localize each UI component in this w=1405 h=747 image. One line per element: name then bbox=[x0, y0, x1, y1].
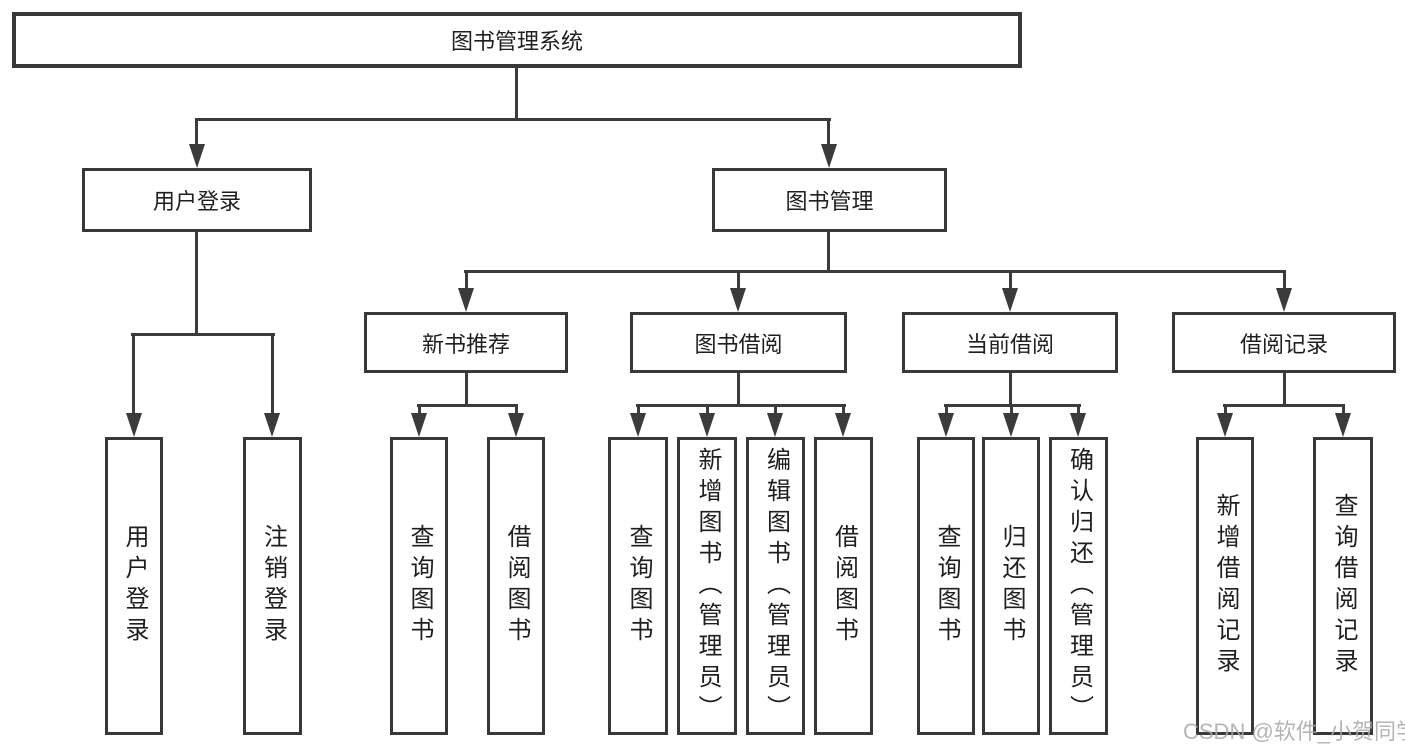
connector-arrowhead bbox=[1276, 288, 1292, 312]
connector-arrowhead bbox=[508, 413, 524, 437]
leaf-logout: 注销登录 bbox=[243, 437, 302, 735]
connector-user-login-hbar bbox=[131, 333, 275, 336]
connector-stub bbox=[1224, 404, 1227, 414]
connector-stub bbox=[1077, 404, 1080, 414]
connector-arrowhead bbox=[126, 413, 142, 437]
connector-current-borrowing-trunk bbox=[1009, 373, 1012, 407]
node-library-system: 图书管理系统 bbox=[12, 12, 1022, 68]
connector-stub bbox=[1010, 404, 1013, 414]
connector-new-book-trunk bbox=[465, 373, 468, 407]
connector-book-management-trunk bbox=[827, 232, 830, 273]
connector-drop-current-borrowing bbox=[1009, 270, 1012, 288]
connector-arrowhead bbox=[1002, 288, 1018, 312]
connector-stub bbox=[774, 404, 777, 414]
connector-stub bbox=[945, 404, 948, 414]
node-borrowing-records: 借阅记录 bbox=[1172, 312, 1396, 373]
leaf-recommend-borrow-books: 借阅图书 bbox=[487, 437, 545, 735]
leaf-current-return-books: 归还图书 bbox=[982, 437, 1040, 735]
connector-root-hbar bbox=[195, 118, 831, 121]
connector-book-borrowing-trunk bbox=[737, 373, 740, 407]
connector-stub bbox=[418, 404, 421, 414]
connector-user-login-trunk bbox=[195, 232, 198, 335]
connector-new-book-hbar bbox=[417, 404, 518, 407]
connector-arrowhead bbox=[458, 288, 474, 312]
connector-arrowhead bbox=[699, 413, 715, 437]
connector-arrowhead bbox=[938, 413, 954, 437]
connector-arrowhead bbox=[264, 413, 280, 437]
leaf-borrow-borrow-books: 借阅图书 bbox=[814, 437, 873, 735]
connector-stub bbox=[706, 404, 709, 414]
leaf-borrow-edit-books-admin: 编辑图书（管理员） bbox=[746, 437, 805, 735]
connector-arrowhead bbox=[767, 413, 783, 437]
connector-arrowhead bbox=[1003, 413, 1019, 437]
watermark: CSDN @软件_小贺同学 bbox=[1183, 719, 1405, 744]
leaf-current-confirm-return-admin: 确认归还（管理员） bbox=[1049, 437, 1108, 735]
connector-arrowhead bbox=[1070, 413, 1086, 437]
connector-arrowhead bbox=[730, 288, 746, 312]
connector-arrowhead bbox=[835, 413, 851, 437]
connector-arrowhead bbox=[821, 144, 837, 168]
connector-drop-leaf-logout bbox=[271, 333, 274, 414]
connector-drop-user-login bbox=[195, 118, 198, 148]
connector-stub bbox=[1342, 404, 1345, 414]
node-user-login: 用户登录 bbox=[82, 168, 312, 232]
connector-drop-book-borrowing bbox=[737, 270, 740, 288]
connector-drop-borrowing-records bbox=[1283, 270, 1286, 288]
connector-drop-new-book bbox=[465, 270, 468, 288]
connector-root-trunk bbox=[515, 68, 518, 121]
leaf-records-query-record: 查询借阅记录 bbox=[1313, 437, 1373, 735]
connector-arrowhead bbox=[1217, 413, 1233, 437]
connector-drop-book-management bbox=[827, 118, 830, 148]
connector-drop-leaf-user-login bbox=[132, 333, 135, 414]
leaf-current-query-books: 查询图书 bbox=[917, 437, 975, 735]
node-current-borrowing: 当前借阅 bbox=[902, 312, 1118, 373]
node-new-book-recommendation: 新书推荐 bbox=[364, 312, 568, 373]
leaf-recommend-query-books: 查询图书 bbox=[390, 437, 448, 735]
connector-borrowing-records-trunk bbox=[1283, 373, 1286, 407]
leaf-records-add-record: 新增借阅记录 bbox=[1196, 437, 1254, 735]
leaf-borrow-query-books: 查询图书 bbox=[608, 437, 668, 735]
leaf-user-login: 用户登录 bbox=[105, 437, 163, 735]
leaf-borrow-add-books-admin: 新增图书（管理员） bbox=[677, 437, 737, 735]
connector-book-management-hbar bbox=[464, 270, 1286, 273]
connector-borrowing-records-hbar bbox=[1223, 404, 1345, 407]
connector-stub bbox=[842, 404, 845, 414]
node-book-management: 图书管理 bbox=[712, 168, 947, 232]
connector-stub bbox=[515, 404, 518, 414]
connector-stub bbox=[637, 404, 640, 414]
connector-arrowhead bbox=[630, 413, 646, 437]
connector-arrowhead bbox=[189, 144, 205, 168]
connector-arrowhead bbox=[411, 413, 427, 437]
connector-book-borrowing-hbar bbox=[636, 404, 846, 407]
connector-arrowhead bbox=[1335, 413, 1351, 437]
node-book-borrowing: 图书借阅 bbox=[630, 312, 847, 373]
